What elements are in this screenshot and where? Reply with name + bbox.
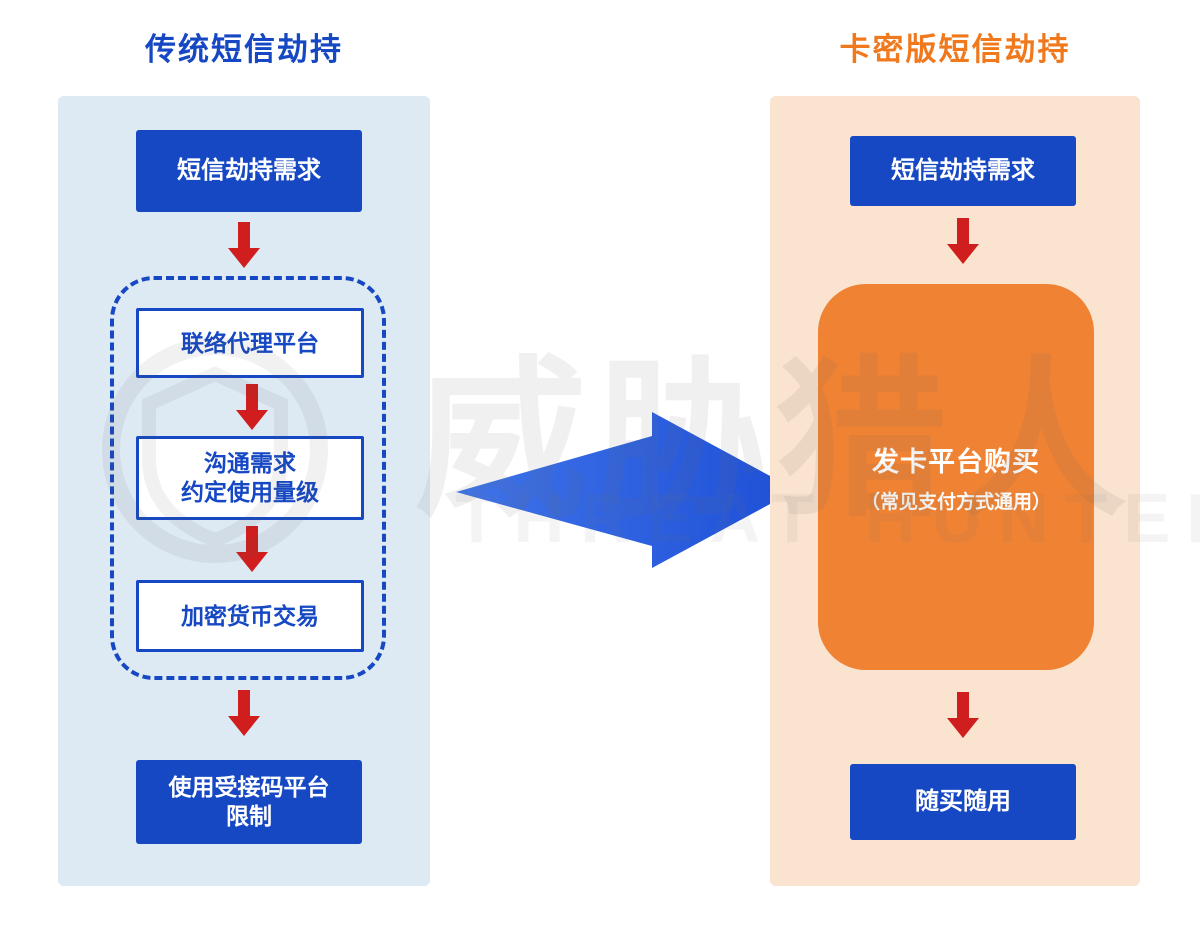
right-main-subtitle: （常见支付方式通用） — [860, 492, 1051, 513]
right-panel: 短信劫持需求 发卡平台购买 （常见支付方式通用） 随买随用 — [770, 96, 1140, 886]
down-arrow-icon — [228, 690, 260, 736]
down-arrow-icon — [236, 384, 268, 430]
left-column-title: 传统短信劫持 — [145, 32, 343, 67]
left-start-box: 短信劫持需求 — [136, 130, 362, 212]
left-dashed-group: 联络代理平台 沟通需求 约定使用量级 加密货币交易 — [110, 276, 386, 680]
left-end-box: 使用受接码平台 限制 — [136, 760, 362, 844]
right-column-title: 卡密版短信劫持 — [839, 32, 1071, 67]
right-main-box: 发卡平台购买 （常见支付方式通用） — [818, 284, 1094, 670]
right-main-title: 发卡平台购买 — [872, 447, 1040, 477]
down-arrow-icon — [236, 526, 268, 572]
down-arrow-icon — [947, 218, 979, 264]
left-panel: 短信劫持需求 联络代理平台 沟通需求 约定使用量级 加密货币交易 使用受接码平台… — [58, 96, 430, 886]
down-arrow-icon — [947, 692, 979, 738]
right-arrow-icon — [452, 400, 800, 580]
down-arrow-icon — [228, 222, 260, 268]
right-start-box: 短信劫持需求 — [850, 136, 1076, 206]
left-step-1-box: 联络代理平台 — [136, 308, 364, 378]
left-step-3-box: 加密货币交易 — [136, 580, 364, 652]
right-end-box: 随买随用 — [850, 764, 1076, 840]
left-step-2-box: 沟通需求 约定使用量级 — [136, 436, 364, 520]
